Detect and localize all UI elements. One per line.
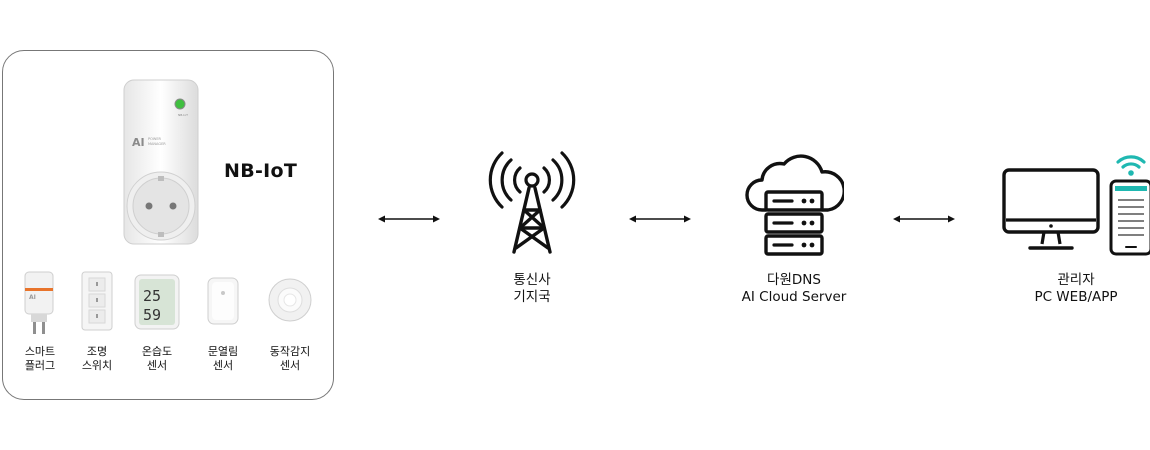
light-switch-image (81, 271, 113, 331)
admin-label: 관리자 PC WEB/APP (986, 272, 1150, 306)
svg-text:POWER: POWER (148, 137, 162, 141)
device-label-smart-plug: 스마트 플러그 (24, 345, 56, 372)
motion-sensor-image (268, 278, 312, 322)
temp-humidity-sensor-image: 25 59 (134, 274, 180, 330)
svg-text:NB-IoT: NB-IoT (178, 113, 188, 117)
cloud-server-icon (745, 154, 844, 256)
cell-tower-icon (488, 151, 576, 254)
cloud-label-line1: 다원DNS (767, 272, 821, 288)
admin-label-line1: 관리자 (1057, 272, 1095, 288)
cloud-label: 다원DNS AI Cloud Server (704, 272, 884, 306)
bidirectional-arrow-icon (629, 215, 691, 223)
tower-label-line1: 통신사 (513, 272, 551, 288)
device-label-door-sensor: 문열림 센서 (207, 345, 239, 372)
plug-brand-text: AI (132, 136, 145, 149)
device-label-light-switch: 조명 스위치 (81, 345, 113, 372)
pc-monitor-icon (1002, 168, 1100, 250)
admin-label-line2: PC WEB/APP (1034, 289, 1118, 305)
bidirectional-arrow-icon (378, 215, 440, 223)
svg-text:AI: AI (29, 294, 36, 301)
network-label: NB-IoT (224, 160, 298, 182)
sensor-bottom-reading: 59 (143, 306, 161, 324)
sensor-top-reading: 25 (143, 287, 161, 305)
smartphone-wifi-icon (1109, 155, 1150, 256)
bidirectional-arrow-icon (893, 215, 955, 223)
tower-label-line2: 기지국 (513, 289, 551, 305)
smart-plug-small-image: AI (24, 271, 54, 334)
cloud-label-line2: AI Cloud Server (741, 289, 847, 305)
device-label-temp-humidity: 온습도 센서 (141, 345, 173, 372)
door-sensor-image (207, 277, 239, 325)
svg-text:MANAGER: MANAGER (148, 142, 166, 146)
smart-plug-large-image: NB-IoT AI POWER MANAGER (123, 79, 199, 245)
tower-label: 통신사 기지국 (442, 272, 622, 306)
device-label-motion-sensor: 동작감지 센서 (269, 345, 311, 372)
